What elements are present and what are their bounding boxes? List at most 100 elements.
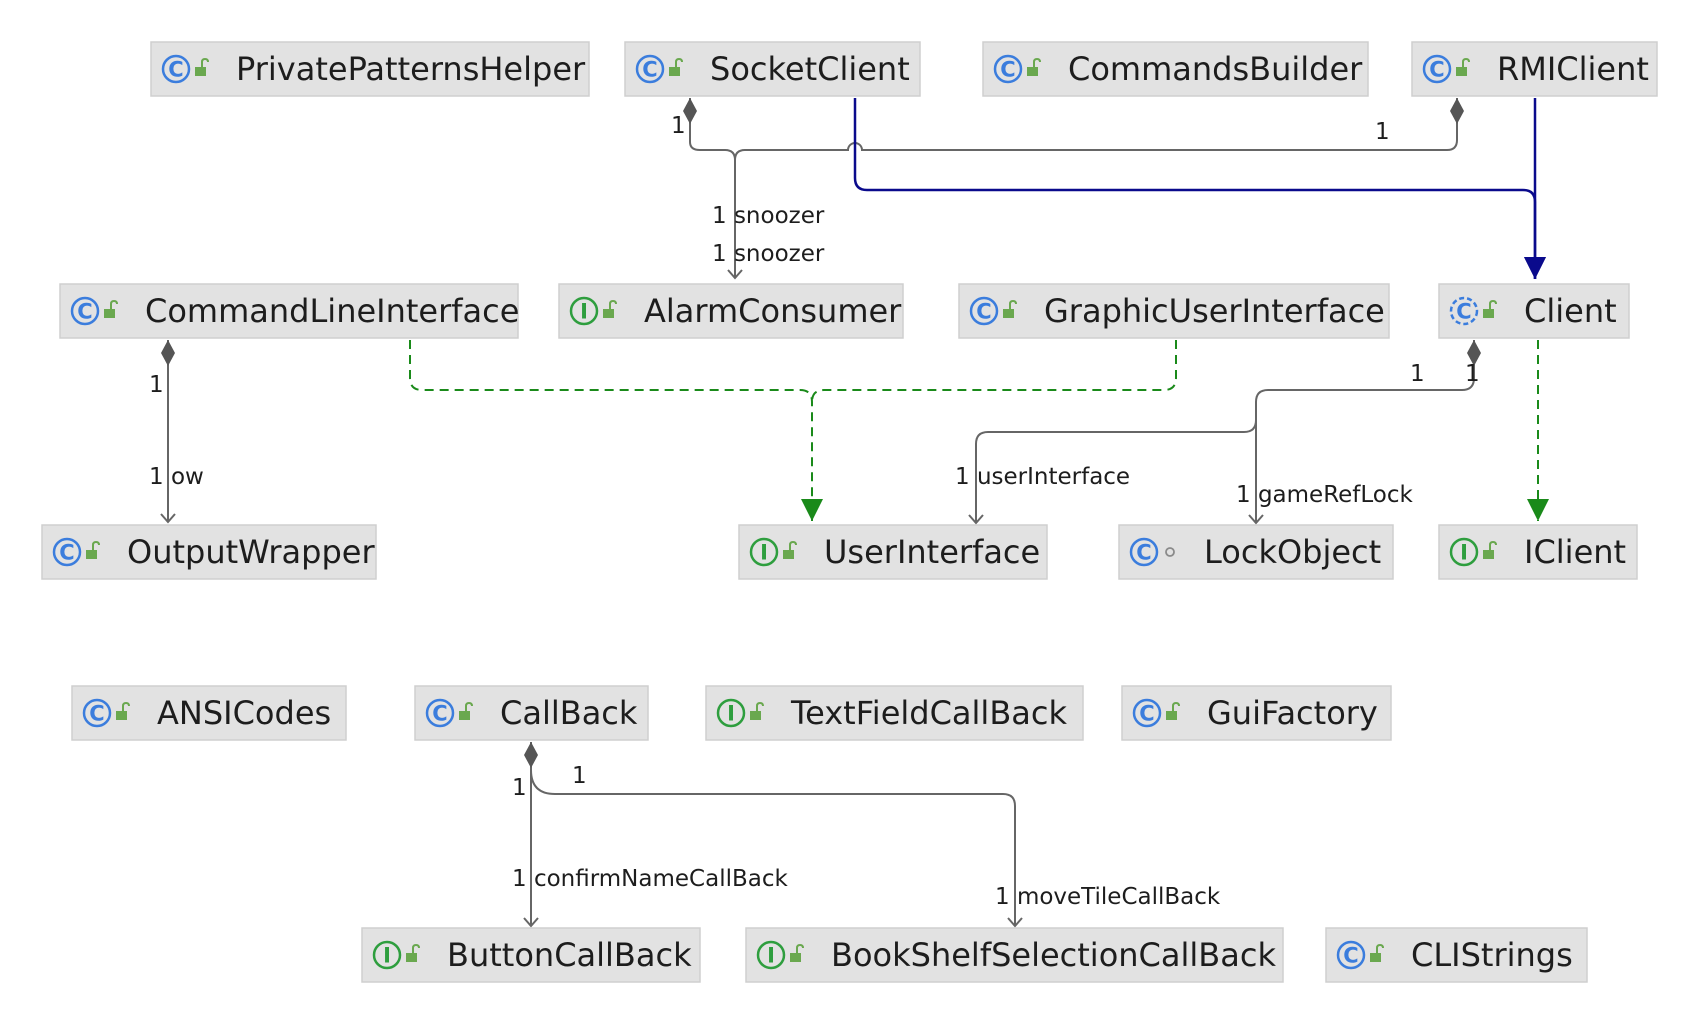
unlocked-padlock-icon <box>790 943 804 962</box>
class-node-privatepatternshelper[interactable]: C PrivatePatternsHelper <box>150 41 590 97</box>
class-name: ButtonCallBack <box>447 936 692 974</box>
node-box <box>41 524 377 580</box>
label-snoozer-2: 1 snoozer <box>712 241 825 267</box>
svg-text:C: C <box>1429 58 1444 82</box>
class-icon: C <box>969 296 999 326</box>
class-node-ansicodes[interactable]: C ANSICodes <box>71 685 347 741</box>
edge-rmiclient-alarmconsumer <box>734 98 1464 161</box>
class-icon: C <box>161 54 191 84</box>
svg-text:C: C <box>1343 944 1358 968</box>
class-node-outputwrapper[interactable]: C OutputWrapper <box>41 524 377 580</box>
svg-text:C: C <box>89 702 104 726</box>
package-private-dot-icon <box>1165 547 1175 557</box>
unlocked-padlock-icon <box>750 701 764 720</box>
svg-text:I: I <box>383 944 391 968</box>
class-icon: C <box>70 296 100 326</box>
svg-text:I: I <box>727 702 735 726</box>
node-box <box>1118 524 1394 580</box>
abstract-class-icon: C <box>1449 296 1479 326</box>
unlocked-padlock-icon <box>1166 701 1180 720</box>
class-node-commandsbuilder[interactable]: C CommandsBuilder <box>982 41 1369 97</box>
class-node-client[interactable]: C Client <box>1438 283 1630 339</box>
class-node-socketclient[interactable]: C SocketClient <box>624 41 921 97</box>
unlocked-padlock-icon <box>1483 540 1497 559</box>
interface-icon: I <box>756 940 786 970</box>
label-rmiclient-mult: 1 <box>1375 119 1390 145</box>
edge-socketclient-client <box>853 98 1546 279</box>
edge-gui-userinterface <box>811 340 1177 403</box>
class-name: CommandLineInterface <box>145 292 519 330</box>
class-name: ANSICodes <box>157 694 331 732</box>
svg-text:C: C <box>1000 58 1015 82</box>
node-box <box>958 283 1390 339</box>
edge-socketclient-alarmconsumer <box>683 98 743 280</box>
interface-icon: I <box>1449 537 1479 567</box>
class-icon: C <box>1422 54 1452 84</box>
class-node-buttoncallback[interactable]: I ButtonCallBack <box>361 927 701 983</box>
node-box <box>361 927 701 983</box>
svg-text:C: C <box>976 300 991 324</box>
label-ow: 1 ow <box>149 464 204 490</box>
svg-text:C: C <box>642 58 657 82</box>
class-name: RMIClient <box>1497 50 1649 88</box>
class-node-textfieldcallback[interactable]: I TextFieldCallBack <box>705 685 1084 741</box>
class-icon: C <box>52 537 82 567</box>
interface-icon: I <box>372 940 402 970</box>
node-box <box>59 283 519 339</box>
class-node-lockobject[interactable]: C LockObject <box>1118 524 1394 580</box>
class-node-iclient[interactable]: I IClient <box>1438 524 1638 580</box>
class-name: AlarmConsumer <box>644 292 902 330</box>
class-name: PrivatePatternsHelper <box>236 50 586 88</box>
node-box <box>982 41 1369 97</box>
class-name: GraphicUserInterface <box>1044 292 1385 330</box>
node-box <box>705 685 1084 741</box>
node-box <box>1325 927 1588 983</box>
svg-text:I: I <box>1460 541 1468 565</box>
edge-cli-userinterface <box>409 340 823 521</box>
label-callback-button-mult: 1 <box>512 775 527 801</box>
class-node-userinterface[interactable]: I UserInterface <box>738 524 1048 580</box>
class-node-graphicuserinterface[interactable]: C GraphicUserInterface <box>958 283 1390 339</box>
class-node-bookshelfselectioncallback[interactable]: I BookShelfSelectionCallBack <box>745 927 1284 983</box>
class-name: Client <box>1524 292 1617 330</box>
class-node-callback[interactable]: C CallBack <box>414 685 649 741</box>
class-icon: C <box>1129 537 1159 567</box>
nodes: C PrivatePatternsHelper C SocketClient <box>41 41 1658 983</box>
class-node-rmiclient[interactable]: C RMIClient <box>1411 41 1658 97</box>
class-icon: C <box>1336 940 1366 970</box>
edge-labels: 1 1 snoozer 1 1 snoozer 1 1 ow 1 1 userI… <box>149 113 1480 910</box>
class-icon: C <box>82 698 112 728</box>
node-box <box>1438 283 1630 339</box>
unlocked-padlock-icon <box>1370 943 1384 962</box>
class-node-commandlineinterface[interactable]: C CommandLineInterface <box>59 283 519 339</box>
class-node-clistrings[interactable]: C CLIStrings <box>1325 927 1588 983</box>
unlocked-padlock-icon <box>1483 299 1497 318</box>
class-name: SocketClient <box>710 50 910 88</box>
svg-text:I: I <box>760 541 768 565</box>
class-node-guifactory[interactable]: C GuiFactory <box>1121 685 1392 741</box>
svg-text:C: C <box>168 58 183 82</box>
label-socketclient-mult: 1 <box>671 113 686 139</box>
edge-callback-bookshelf <box>530 769 1023 928</box>
class-name: TextFieldCallBack <box>790 694 1067 732</box>
class-icon: C <box>635 54 665 84</box>
unlocked-padlock-icon <box>406 943 420 962</box>
class-name: GuiFactory <box>1207 694 1378 732</box>
edges <box>160 98 1549 928</box>
svg-text:C: C <box>1456 300 1471 324</box>
unlocked-padlock-icon <box>116 701 130 720</box>
class-name: CallBack <box>500 694 638 732</box>
interface-icon: I <box>716 698 746 728</box>
unlocked-padlock-icon <box>195 57 209 76</box>
node-box <box>150 41 590 97</box>
label-snoozer-1: 1 snoozer <box>712 203 825 229</box>
edge-client-userinterface <box>968 340 1481 525</box>
unlocked-padlock-icon <box>1027 57 1041 76</box>
label-cli-mult: 1 <box>149 372 164 398</box>
class-name: IClient <box>1524 533 1626 571</box>
label-gamereflock: 1 gameRefLock <box>1236 482 1414 508</box>
interface-icon: I <box>569 296 599 326</box>
class-icon: C <box>993 54 1023 84</box>
class-node-alarmconsumer[interactable]: I AlarmConsumer <box>558 283 904 339</box>
svg-text:C: C <box>1136 541 1151 565</box>
